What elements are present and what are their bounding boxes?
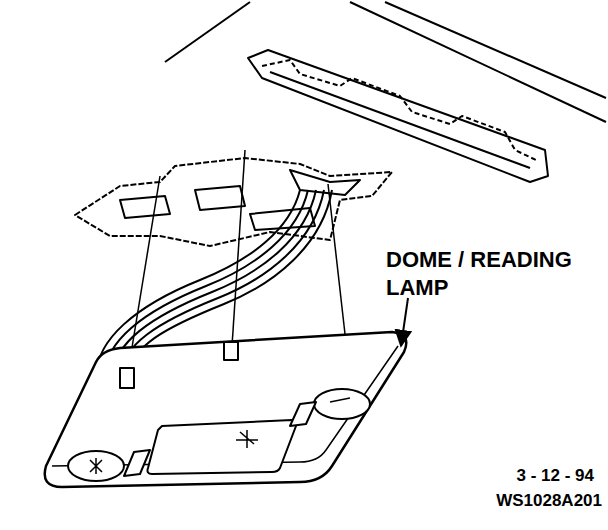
alignment-line (128, 176, 160, 372)
part-name: DOME / READING LAMP (386, 246, 598, 302)
switch-slot (124, 450, 150, 476)
mounting-clip (224, 342, 238, 360)
headliner-cutout (120, 196, 170, 218)
lens-symbol (236, 430, 258, 448)
lens-symbol (90, 458, 102, 474)
roof-bow-flange (262, 60, 536, 160)
roof-bow-flange (270, 72, 530, 168)
switch-slot (290, 402, 316, 426)
date-code: 3 - 12 - 94 (464, 466, 594, 486)
roof-bow (248, 50, 548, 182)
reading-lens (68, 451, 124, 481)
alignment-line (232, 150, 245, 346)
leader-arrow (401, 298, 408, 346)
mounting-clip (120, 368, 134, 388)
roof-edge (385, 2, 606, 98)
figure-number: WS1028A201 (472, 491, 602, 511)
dome-lens (148, 420, 297, 474)
headliner-opening (75, 158, 392, 246)
reading-lens (314, 389, 370, 419)
headliner-cutout (195, 186, 245, 210)
alignment-line (328, 184, 345, 334)
roof-edge (165, 2, 250, 62)
lamp-housing (45, 332, 407, 487)
lens-symbol (330, 398, 350, 402)
